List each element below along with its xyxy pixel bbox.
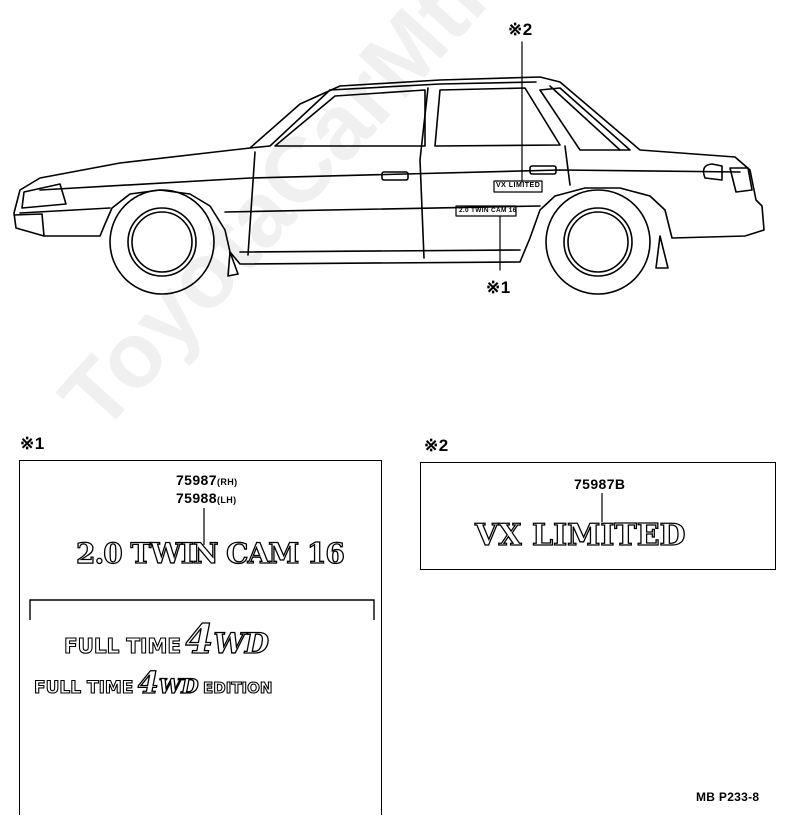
car-side-view-illustration [13,41,765,295]
car-vx-limited-badge-text: VX LIMITED [496,182,541,189]
fuel-door [702,163,723,181]
part-number-lh: 75988 [176,490,217,506]
emblem-full-time-4wd-edition: FULL TIME 4WD EDITION [33,665,273,701]
front-wheel-outer [109,189,215,295]
rocker-panel [239,249,521,253]
panel-1-ref: ※1 [20,434,45,453]
part-suffix-rh: (RH) [216,477,238,487]
emblem-full-time-4wd: FULL TIME 4WD [63,615,269,663]
emblem-2-0-twin-cam-16: 2.0 TWIN CAM 16 [75,536,345,570]
panel-1-subbox [29,599,375,620]
front-wheel-inner [127,207,197,277]
headlamp [21,183,67,209]
callout-2-top: ※2 [508,20,533,39]
roof-line [329,81,537,91]
front-window [274,89,426,147]
center-pillar-cut [419,87,429,259]
panel-1-frame [19,460,382,815]
emblem-4wd-a-num: 4 [185,615,214,663]
front-bumper [13,213,45,237]
emblem-vx-limited: VX LIMITED [474,517,686,553]
rear-door-handle [529,165,557,175]
panel-2-ref: ※2 [424,436,449,455]
car-body-outline [13,76,765,265]
vx-limited-badge-location [493,180,543,193]
part-suffix-lh: (LH) [216,495,237,505]
emblem-4wd-b-edition: EDITION [202,678,273,697]
panel-1-part-rh: 75987(RH) [176,472,238,488]
front-mud-flap [227,251,239,277]
emblem-4wd-a-suffix: WD [213,626,270,660]
car-twin-cam-badge-text: 2.0 TWIN CAM 16 [459,207,517,214]
rear-mud-flap [655,235,669,269]
panel-1-part-lh: 75988(LH) [176,490,237,506]
rear-window [434,87,561,147]
twin-cam-badge-location [455,205,517,217]
emblem-4wd-a-prefix: FULL TIME [63,633,182,658]
rear-wheel-inner [563,207,633,277]
rear-wheel-outer [545,189,651,295]
beltline [39,169,741,191]
windshield-line [249,89,331,149]
front-door-handle [381,171,409,181]
tail-lamp [729,167,753,193]
rear-door-cut [564,145,571,186]
panel-2-frame [420,462,776,570]
emblem-4wd-b-suffix: WD [158,673,199,698]
emblem-4wd-b-prefix: FULL TIME [33,677,134,698]
figure-id: MB P233-8 [696,790,760,804]
front-door-cut [247,151,256,256]
part-number-rh: 75987 [176,472,217,488]
panel-2-part-number: 75987B [574,476,626,492]
emblem-4wd-b-num: 4 [137,665,159,701]
callout-1-side: ※1 [486,278,511,297]
